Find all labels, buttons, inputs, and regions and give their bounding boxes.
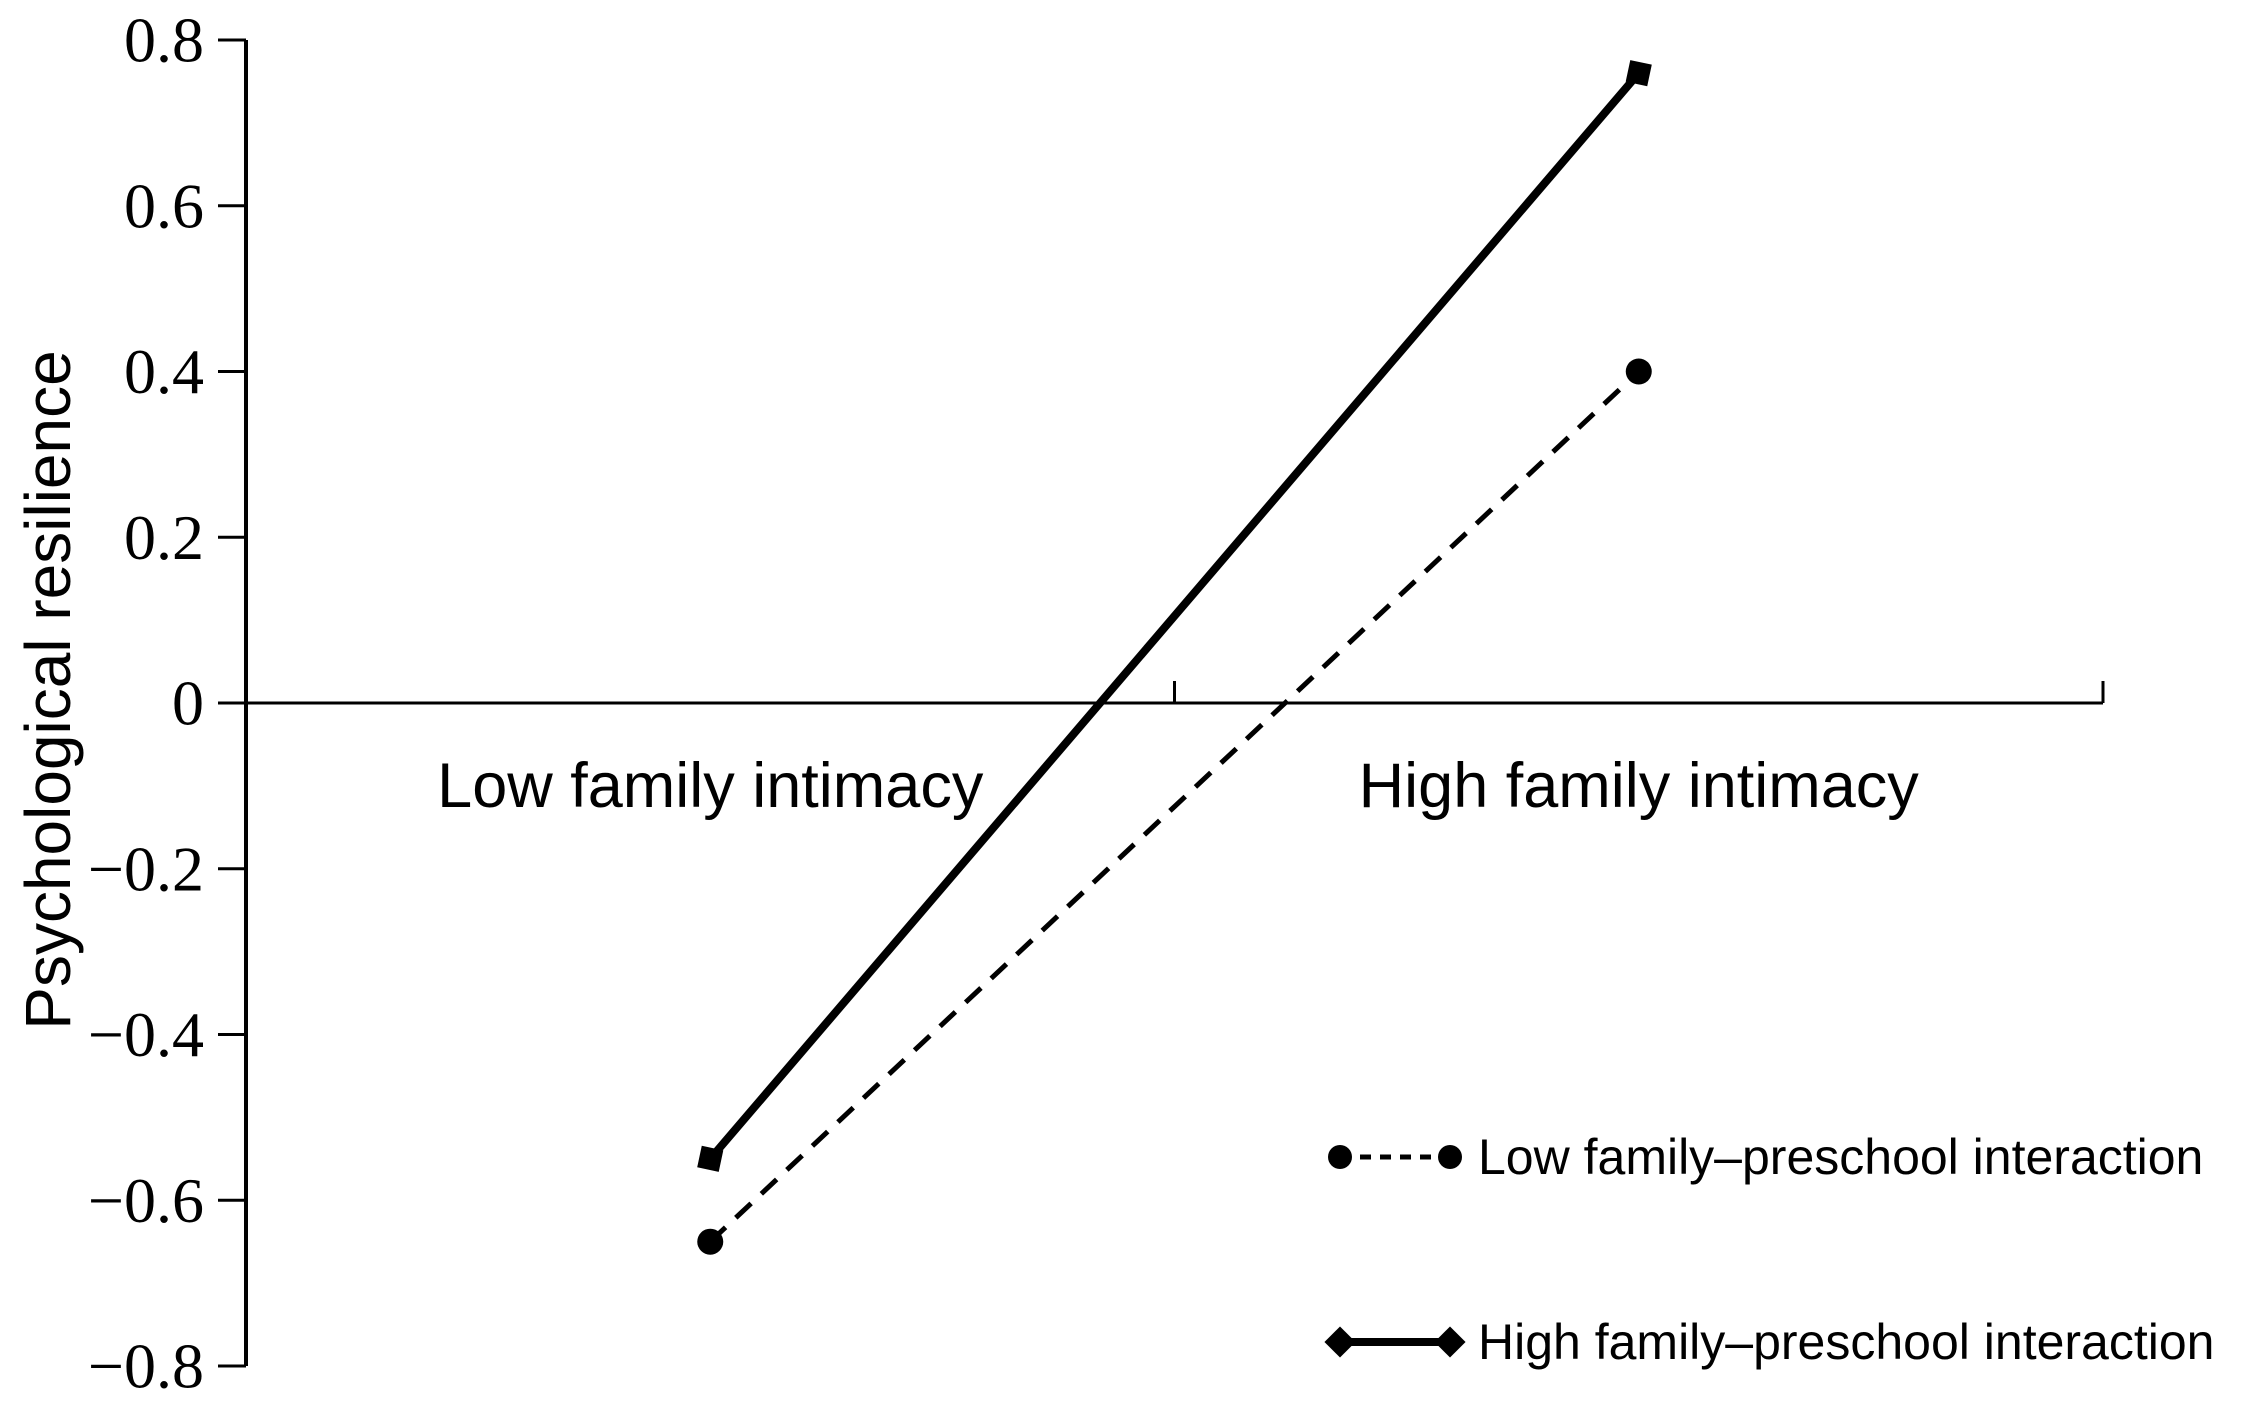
y-axis-title: Psychological resilience [12,350,84,1029]
series-marker-square [1625,60,1652,87]
series-line-dashed [708,369,1641,1244]
legend-swatch-marker-diamond [1324,1326,1356,1358]
category-label: Low family intimacy [437,751,984,821]
series-marker-circle [1625,358,1652,385]
series-marker-square [697,1145,724,1172]
legend-label: Low family–preschool interaction [1478,1129,2203,1185]
y-tick-label: 0 [172,668,204,739]
category-label: High family intimacy [1359,751,1920,821]
legend-swatch-marker-circle [1328,1145,1352,1169]
legend-swatch-marker-diamond [1434,1326,1466,1358]
y-tick-label: −0.4 [88,999,204,1070]
legend-swatch-marker-circle [1438,1145,1462,1169]
y-tick-label: 0.4 [124,336,204,407]
y-tick-label: −0.8 [88,1331,204,1402]
y-tick-label: −0.2 [88,833,204,904]
y-tick-label: 0.8 [124,5,204,76]
y-tick-label: −0.6 [88,1165,204,1236]
chart-generated-content: 0.8 0.6 0.4 0.2 0 −0.2 −0.4 −0.6 −0.8 Low family … [88,5,2215,1402]
y-tick-label: 0.2 [124,502,204,573]
legend-label: High family–preschool interaction [1478,1314,2214,1370]
y-tick-label: 0.6 [124,170,204,241]
series-marker-circle [697,1228,724,1255]
series-line-solid [707,70,1642,1162]
